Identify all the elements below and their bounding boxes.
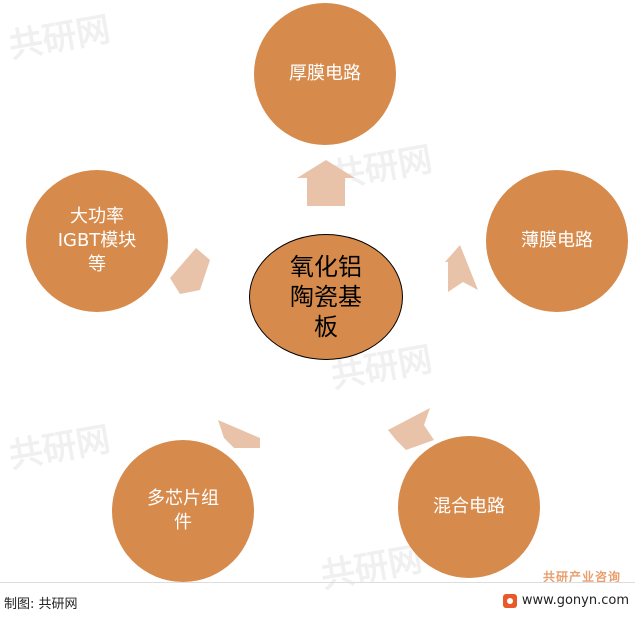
node-label: 混合电路 xyxy=(433,496,505,517)
node-label: IGBT模块 xyxy=(57,230,137,251)
watermark-label: 共研产业咨询 xyxy=(542,570,621,584)
center-label: 陶瓷基 xyxy=(290,283,362,311)
source-label: 制图: 共研网 xyxy=(4,597,78,612)
arrow-up xyxy=(297,160,355,206)
center-label: 氧化铝 xyxy=(290,253,362,281)
node-label: 件 xyxy=(174,512,192,533)
node-hybrid-circuit: 混合电路 xyxy=(398,436,540,578)
node-thin-film-circuit: 薄膜电路 xyxy=(486,170,628,312)
site-url[interactable]: www.gonyn.com xyxy=(521,593,629,608)
node-igbt-module: 大功率 IGBT模块 等 xyxy=(26,170,168,312)
site-link[interactable]: www.gonyn.com xyxy=(502,593,629,608)
footer-divider xyxy=(0,582,635,583)
arrow-right-lower xyxy=(388,408,434,450)
arrow-left-lower xyxy=(218,420,260,448)
logo-icon xyxy=(502,593,517,608)
node-label: 薄膜电路 xyxy=(521,230,593,251)
node-multichip-module: 多芯片组 件 xyxy=(112,440,254,582)
node-thick-film-circuit: 厚膜电路 xyxy=(254,3,396,145)
center-node-alumina-substrate: 氧化铝 陶瓷基 板 xyxy=(249,234,403,360)
node-label: 等 xyxy=(87,254,106,275)
node-label: 多芯片组 xyxy=(147,488,219,509)
center-label: 板 xyxy=(314,313,338,341)
arrow-right-upper xyxy=(445,245,478,292)
arrow-left-upper xyxy=(170,248,210,294)
node-label: 大功率 xyxy=(69,206,124,227)
node-label: 厚膜电路 xyxy=(289,63,361,84)
